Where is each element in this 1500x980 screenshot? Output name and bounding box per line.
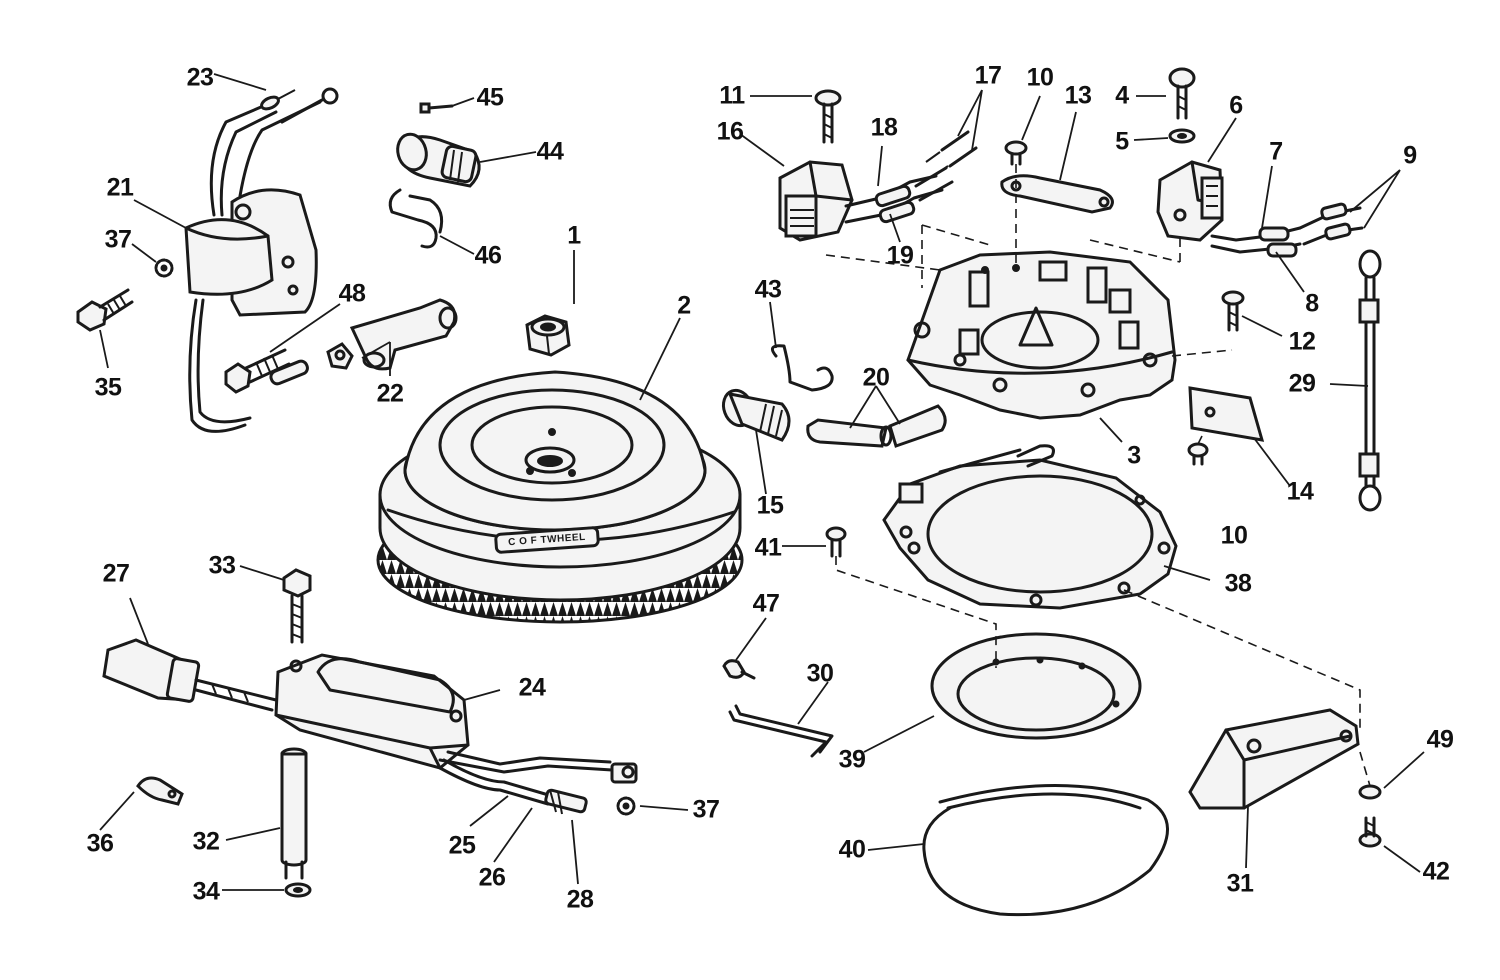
strap [1000,174,1114,214]
stator-plate [906,250,1177,420]
bracket [1188,708,1360,810]
callout-3: 3 [1127,441,1141,470]
spacer [280,747,308,880]
coil-screw-4 [1168,67,1196,120]
coil-screw-11 [814,89,842,144]
callout-21: 21 [106,173,134,202]
callout-6: 6 [1229,91,1243,120]
callout-40: 40 [838,835,866,864]
callout-2: 2 [677,291,691,320]
plug-connector [721,388,791,442]
callout-27: 27 [102,559,130,588]
callout-45: 45 [476,83,504,112]
callout-37-upper: 37 [104,225,132,254]
throttle-rod [728,704,834,758]
sleeve [269,359,309,386]
callout-42: 42 [1422,857,1450,886]
callout-30: 30 [806,659,834,688]
callout-9: 9 [1403,141,1417,170]
callout-31: 31 [1226,869,1254,898]
bolt [282,568,312,644]
callout-26: 26 [478,863,506,892]
callout-7: 7 [1269,137,1283,166]
callout-16: 16 [716,117,744,146]
star-washer-lower [616,796,636,816]
cover-plate [1188,386,1265,442]
callout-4: 4 [1115,81,1129,110]
callout-35: 35 [94,373,122,402]
callout-17: 17 [974,61,1002,90]
callout-24: 24 [518,673,546,702]
pack-connector [102,638,278,712]
washer-49 [1358,784,1382,800]
callout-47: 47 [752,589,780,618]
callout-15: 15 [756,491,784,520]
callout-8: 8 [1305,289,1319,318]
callout-28: 28 [566,885,594,914]
link [722,659,756,680]
callout-19: 19 [886,241,914,270]
screw-10-lower [1187,442,1209,466]
callout-33: 33 [208,551,236,580]
ground-lead [1358,249,1382,512]
sensor-coil [1156,160,1364,258]
callout-10-lower: 10 [1220,521,1248,550]
callout-20: 20 [862,363,890,392]
mounting-screw [224,348,291,394]
callout-10-top: 10 [1026,63,1054,92]
wire-clip [326,342,354,370]
flywheel-nut [525,314,571,357]
leader-lines [99,73,1425,891]
callout-34: 34 [192,877,220,906]
clamp [136,776,184,806]
callout-22: 22 [376,379,404,408]
ignition-coil [184,87,339,433]
retainer-ring [930,632,1142,740]
hose-sleeves [806,404,947,448]
callout-48: 48 [338,279,366,308]
screw-42 [1358,816,1382,848]
callout-1: 1 [567,221,581,250]
star-washer [154,258,174,278]
callout-11: 11 [719,81,745,110]
screw-10-top [1004,140,1028,166]
callout-12: 12 [1288,327,1316,356]
callout-23: 23 [186,63,214,92]
lock-washer [1168,128,1196,144]
callout-43: 43 [754,275,782,304]
callout-32: 32 [192,827,220,856]
callout-18: 18 [870,113,898,142]
retaining-clip [388,188,444,249]
spring-clip [770,344,834,392]
callout-38: 38 [1224,569,1252,598]
alignment-lines [825,164,1371,787]
coil-screw [76,288,134,332]
callout-5: 5 [1115,127,1129,156]
connector-plug [396,132,481,188]
charge-coil [778,130,978,242]
callout-29: 29 [1288,369,1316,398]
washer [284,882,312,898]
screw-41 [825,526,847,558]
screw-12 [1221,290,1245,332]
pack-leads [438,750,638,815]
callout-44: 44 [536,137,564,166]
callout-46: 46 [474,241,502,270]
callout-37-lower: 37 [692,795,720,824]
small-screw [419,102,454,114]
timer-base [882,444,1178,610]
callout-36: 36 [86,829,114,858]
callout-14: 14 [1286,477,1314,506]
rubber-boot [349,298,458,371]
callout-25: 25 [448,831,476,860]
callout-41: 41 [754,533,782,562]
callout-13: 13 [1064,81,1092,110]
callout-49: 49 [1426,725,1454,754]
spring-ring [922,784,1169,917]
power-pack [274,653,470,770]
callout-39: 39 [838,745,866,774]
flywheel [376,370,744,624]
